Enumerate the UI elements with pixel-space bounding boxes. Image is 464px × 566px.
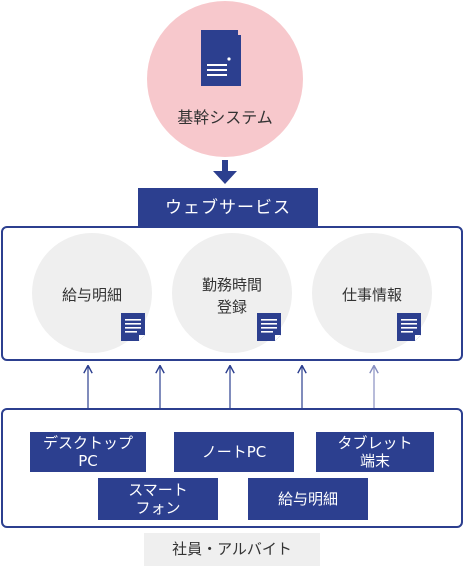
- service-label-jobinfo: 仕事情報: [341, 286, 402, 304]
- core-system-label: 基幹システム: [177, 108, 273, 127]
- device-payslip: 給与明細: [248, 478, 368, 520]
- server-icon: [201, 30, 241, 90]
- down-arrow-icon: [211, 160, 239, 190]
- footer-label: 社員・アルバイト: [144, 533, 320, 566]
- device-notebook-pc: ノートPC: [174, 432, 294, 472]
- service-label-payslip: 給与明細: [61, 286, 122, 304]
- device-tablet: タブレット 端末: [316, 432, 434, 472]
- device-smartphone: スマート フォン: [98, 478, 218, 520]
- web-service-banner: ウェブサービス: [138, 188, 318, 226]
- document-icon: [121, 313, 145, 345]
- device-desktop-pc: デスクトップ PC: [30, 432, 146, 472]
- document-icon: [397, 313, 421, 345]
- service-label-worktime: 勤務時間 登録: [201, 276, 262, 316]
- document-icon: [257, 313, 281, 345]
